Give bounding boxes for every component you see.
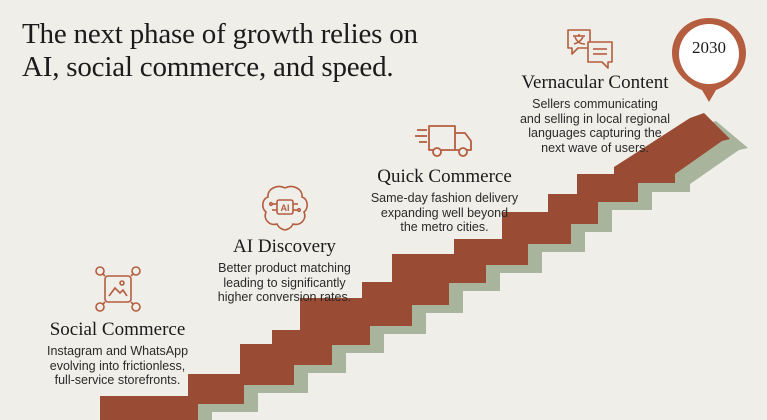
stage-description: Same-day fashion delivery expanding well…: [352, 191, 537, 235]
social-storefront-icon: [94, 266, 141, 312]
stage-description: Better product matching leading to signi…: [197, 261, 372, 305]
desc-line: Better product matching: [218, 261, 351, 275]
stage-ai-discovery: AI AI Discovery Better product matching …: [197, 180, 372, 305]
desc-line: leading to significantly: [223, 275, 346, 290]
desc-line: and selling in local regional: [519, 111, 671, 126]
stage-title: AI Discovery: [233, 236, 336, 257]
title-line-1: The next phase of growth relies on: [22, 18, 418, 50]
desc-line: Sellers communicating: [532, 97, 658, 111]
delivery-truck-icon: [414, 125, 472, 157]
desc-line: languages capturing the: [528, 126, 662, 140]
desc-line: next wave of users.: [541, 140, 649, 155]
translate-icon: [567, 29, 613, 69]
milestone-pin-icon: [672, 18, 746, 102]
desc-line: Instagram and WhatsApp: [46, 344, 189, 358]
title-line-2: AI, social commerce, and speed.: [22, 51, 394, 83]
staircase-arrow-body: [100, 113, 730, 420]
stage-title: Vernacular Content: [521, 72, 669, 93]
stage-description: Instagram and WhatsApp evolving into fri…: [30, 344, 205, 388]
desc-line: expanding well beyond: [380, 205, 509, 220]
stage-title: Social Commerce: [49, 319, 186, 340]
svg-text:AI: AI: [280, 203, 289, 213]
page-title: The next phase of growth relies on AI, s…: [22, 18, 418, 84]
desc-line: the metro cities.: [400, 220, 489, 234]
stage-social-commerce: Social Commerce Instagram and WhatsApp e…: [30, 262, 205, 388]
stage-vernacular-content: Vernacular Content Sellers communicating…: [506, 26, 684, 155]
stage-quick-commerce: Quick Commerce Same-day fashion delivery…: [352, 120, 537, 235]
stage-description: Sellers communicating and selling in loc…: [506, 97, 684, 155]
desc-line: full-service storefronts.: [54, 373, 181, 387]
desc-line: evolving into frictionless,: [49, 358, 186, 373]
ai-brain-icon: AI: [261, 185, 308, 231]
desc-line: Same-day fashion delivery: [370, 191, 519, 205]
milestone-year: 2030: [692, 38, 726, 57]
desc-line: higher conversion rates.: [217, 290, 352, 304]
stage-title: Quick Commerce: [377, 166, 512, 187]
